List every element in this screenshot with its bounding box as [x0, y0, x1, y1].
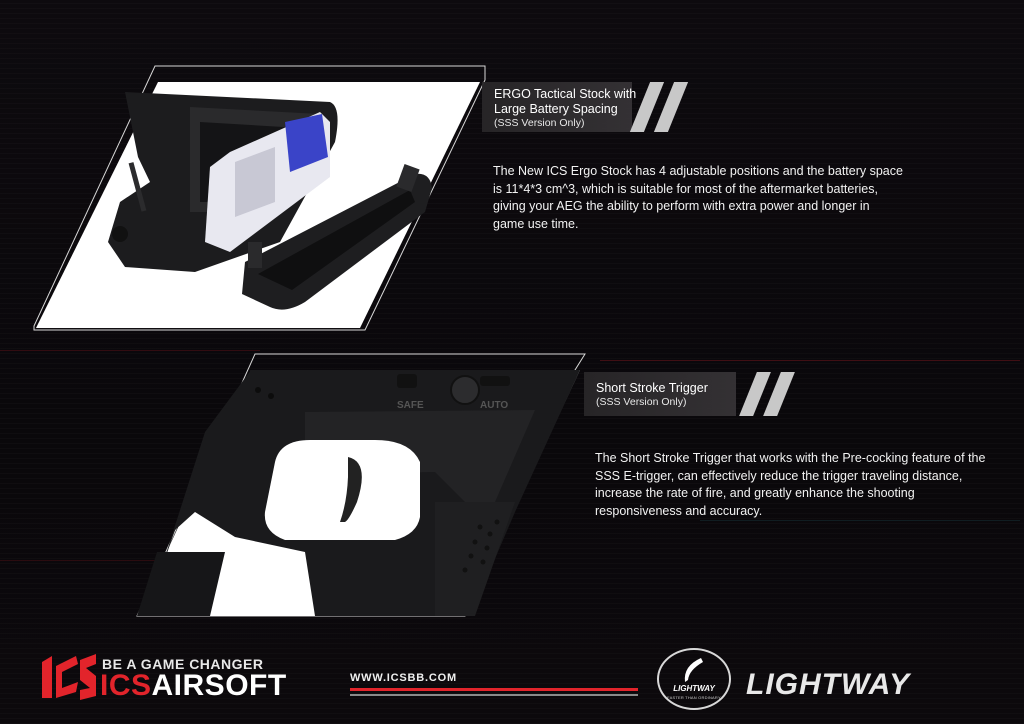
ergo-stock-title: ERGO Tactical Stock with Large Battery S…	[494, 87, 637, 129]
footer-divider-red	[350, 688, 638, 691]
lightway-brand: LIGHTWAY	[746, 668, 911, 701]
glitch-line	[700, 520, 1020, 521]
glitch-line	[0, 350, 260, 351]
short-stroke-trigger-image: SAFE AUTO	[135, 352, 590, 618]
receiver-safe-marking: SAFE	[397, 400, 424, 411]
feather-icon	[684, 658, 703, 682]
ics-airsoft-brand: ICSAIRSOFT	[100, 670, 287, 702]
brand-airsoft-text: AIRSOFT	[151, 669, 287, 702]
ergo-stock-description: The New ICS Ergo Stock has 4 adjustable …	[493, 164, 903, 231]
footer: BE A GAME CHANGER ICSAIRSOFT WWW.ICSBB.C…	[0, 640, 1024, 724]
trigger-title: Short Stroke Trigger (SSS Version Only)	[596, 381, 708, 408]
glitch-line	[0, 560, 180, 561]
trigger-description: The Short Stroke Trigger that works with…	[595, 451, 986, 518]
lightway-badge: LIGHTWAY FASTER THAN ORDINARY	[657, 648, 731, 710]
ics-logo-icon	[42, 654, 96, 700]
glitch-line	[600, 360, 1020, 361]
brand-ics-text: ICS	[100, 669, 152, 702]
ergo-stock-label-box	[482, 82, 632, 132]
lightway-badge-text: LIGHTWAY	[673, 684, 715, 693]
website-link[interactable]: WWW.ICSBB.COM	[350, 672, 457, 684]
trigger-label-box	[584, 372, 736, 416]
ergo-stock-image	[30, 62, 490, 332]
footer-divider-gray	[350, 694, 638, 696]
tagline: BE A GAME CHANGER	[102, 656, 264, 672]
lightway-badge-slogan: FASTER THAN ORDINARY	[667, 695, 721, 700]
receiver-auto-marking: AUTO	[480, 400, 508, 411]
